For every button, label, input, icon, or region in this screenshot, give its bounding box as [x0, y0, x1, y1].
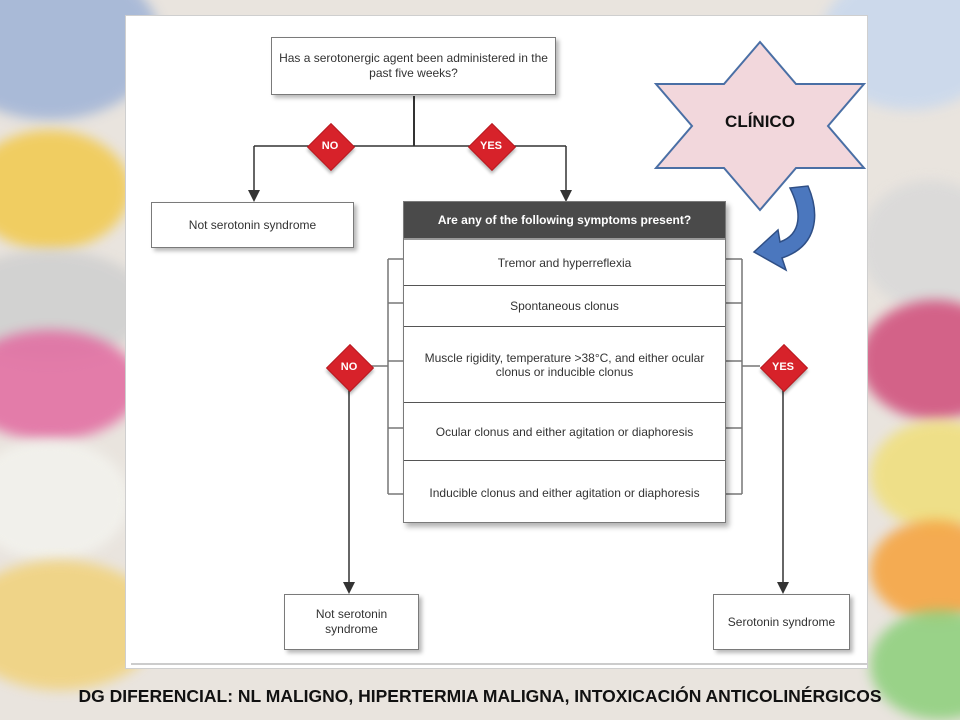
symptom-row: Spontaneous clonus: [404, 286, 725, 327]
symptoms-header: Are any of the following symptoms presen…: [404, 202, 725, 240]
no-diamond-2: NO: [325, 343, 375, 393]
symptom-row: Ocular clonus and either agitation or di…: [404, 403, 725, 461]
right-bracket-ticks: [726, 258, 742, 495]
not-serotonin-top-box: Not serotonin syndrome: [151, 202, 354, 248]
not-serotonin-bottom-text: Not serotonin syndrome: [315, 607, 388, 636]
serotonin-syndrome-box: Serotonin syndrome: [713, 594, 850, 650]
star-callout: [653, 40, 867, 212]
no-diamond: NO: [306, 122, 356, 172]
footer-text: DG DIFERENCIAL: NL MALIGNO, HIPERTERMIA …: [78, 686, 882, 706]
star-label: CLÍNICO: [725, 112, 795, 131]
question-text: Has a serotonergic agent been administer…: [279, 51, 548, 80]
symptom-row: Inducible clonus and either agitation or…: [429, 485, 700, 500]
serotonin-syndrome-text: Serotonin syndrome: [727, 614, 836, 629]
star-shape: [653, 40, 867, 212]
curved-arrow-icon: [752, 185, 816, 272]
question-box: Has a serotonergic agent been administer…: [271, 37, 556, 95]
yes-label: YES: [479, 140, 502, 152]
yes-diamond: YES: [467, 122, 517, 172]
no-label: NO: [321, 140, 339, 152]
symptom-row: Tremor and hyperreflexia: [404, 240, 725, 286]
symptom-row: Muscle rigidity, temperature >38°C, and …: [404, 327, 725, 403]
not-serotonin-top-text: Not serotonin syndrome: [188, 217, 317, 232]
yes-diamond-2: YES: [759, 343, 809, 393]
symptoms-box: Are any of the following symptoms presen…: [403, 201, 726, 523]
no-label-2: NO: [340, 361, 358, 373]
left-bracket-ticks: [388, 258, 403, 495]
yes-label-2: YES: [771, 361, 794, 373]
not-serotonin-bottom-box: Not serotonin syndrome: [284, 594, 419, 650]
